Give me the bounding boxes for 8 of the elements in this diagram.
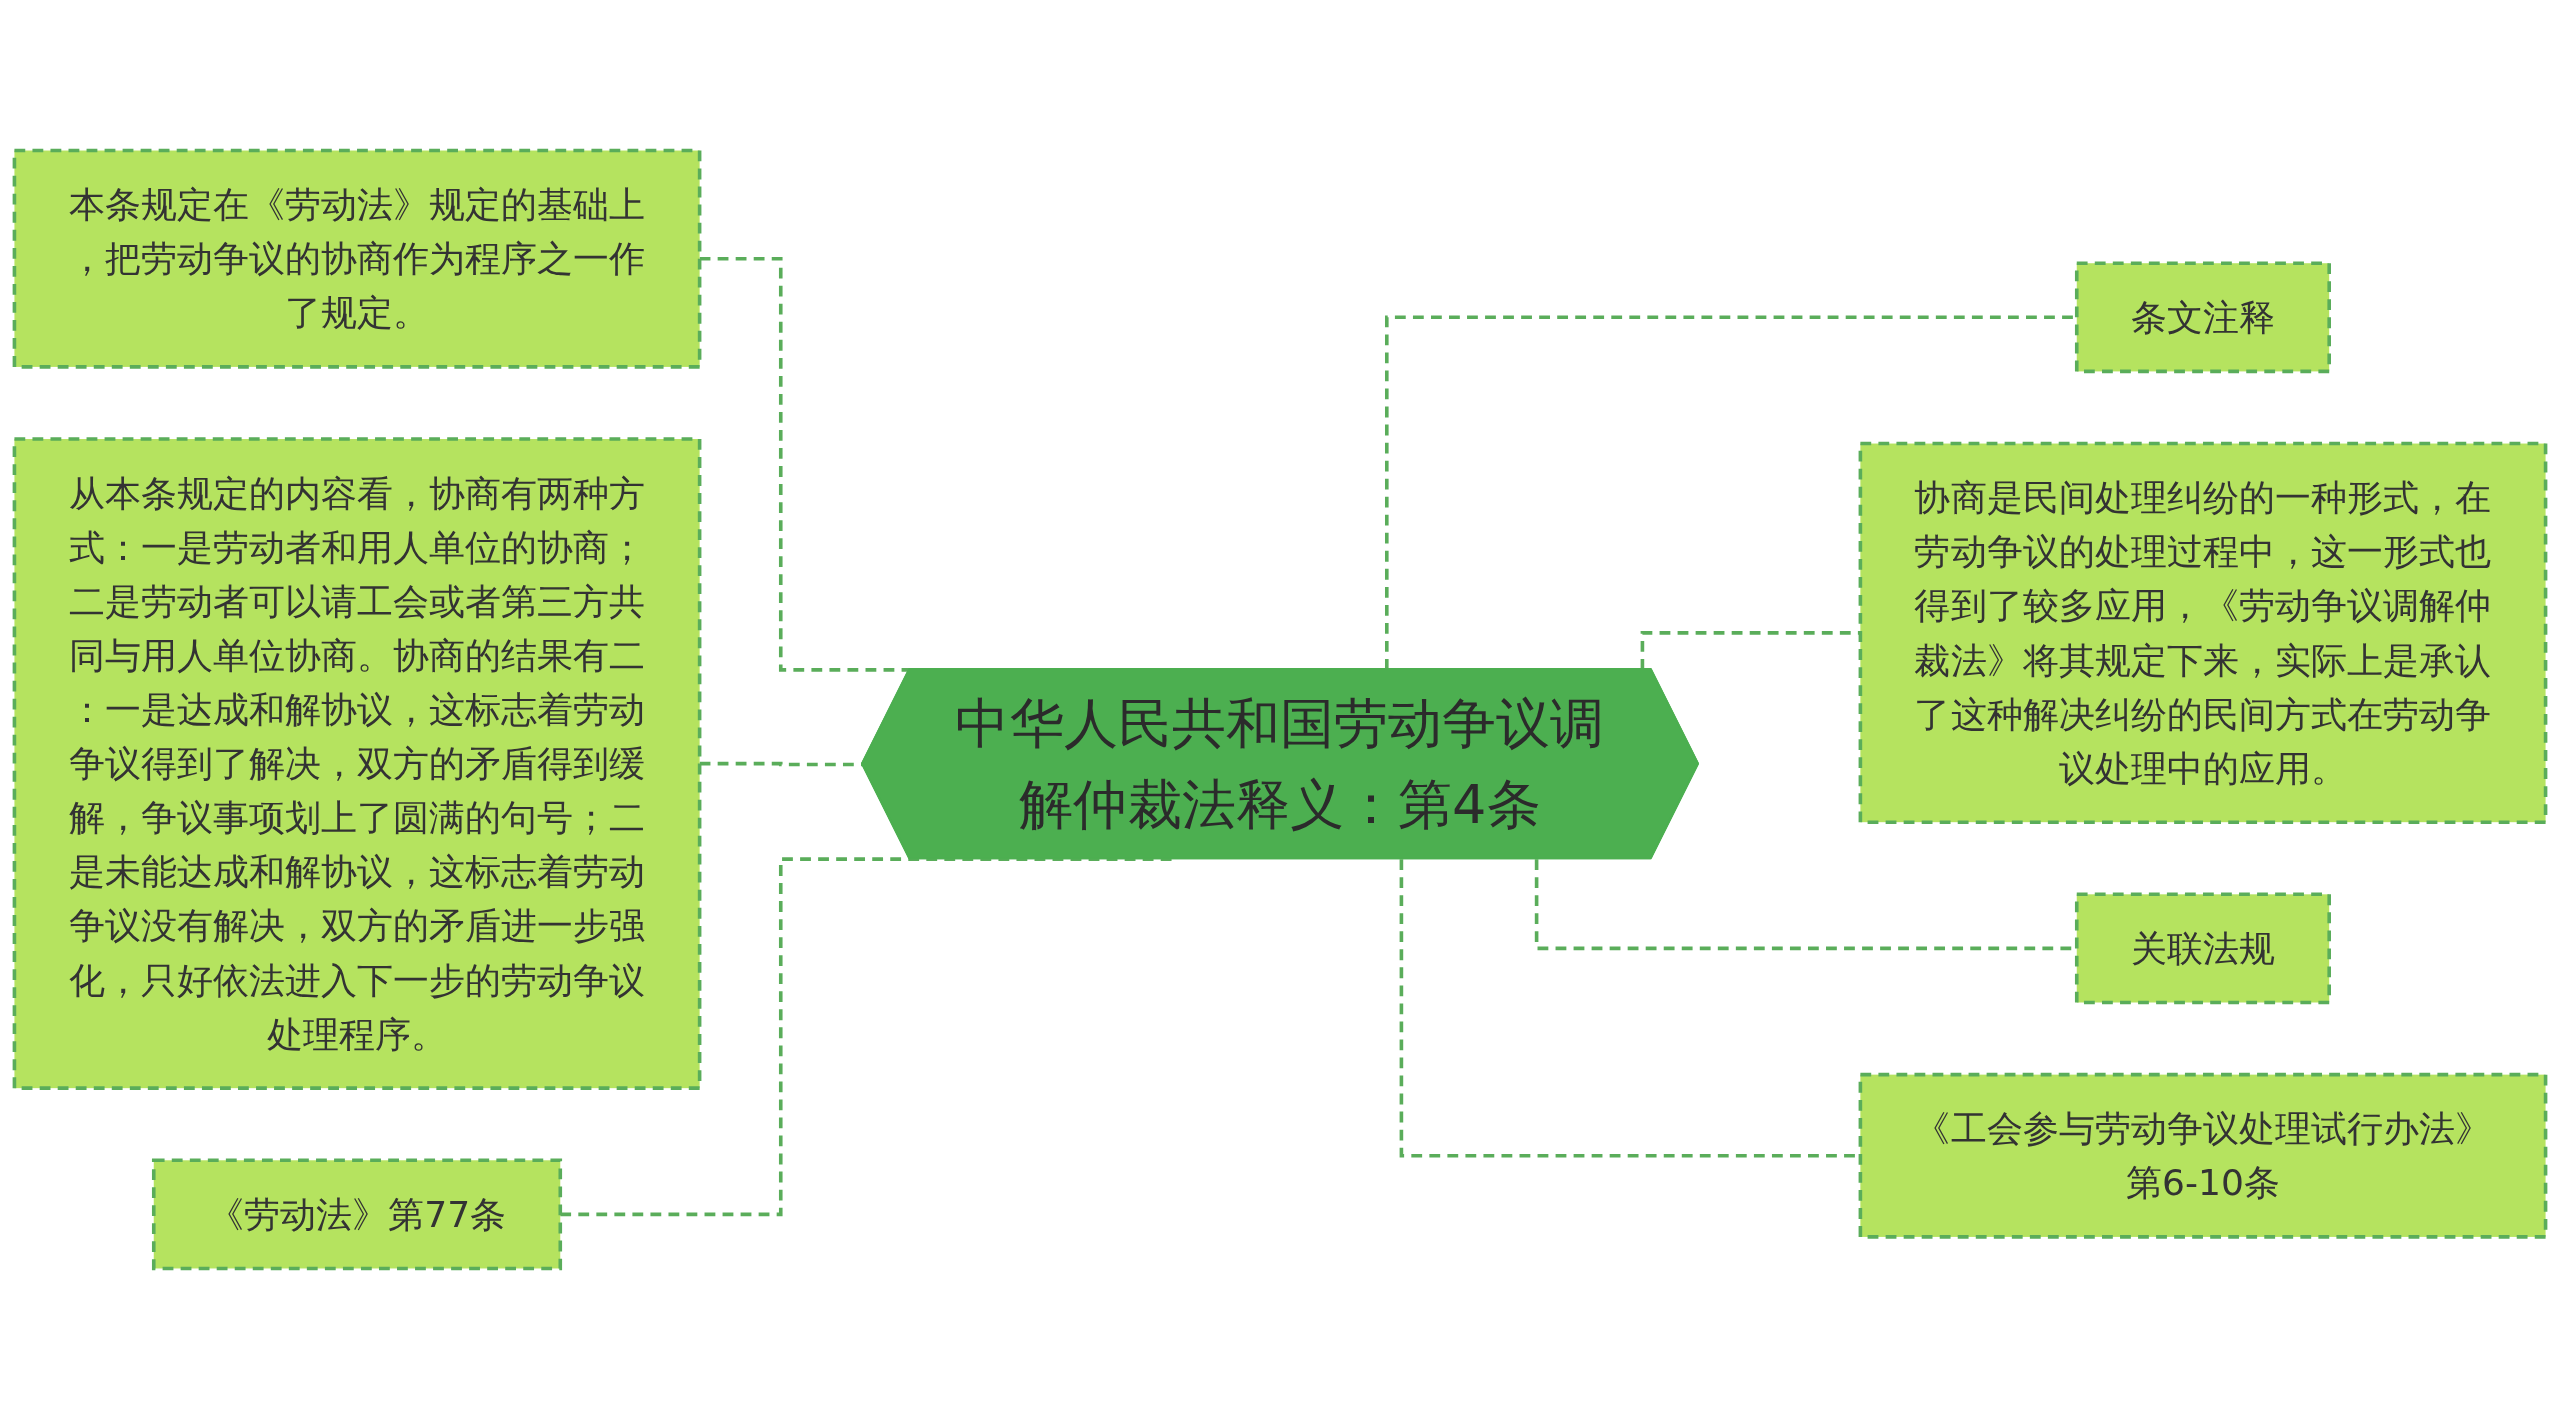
node-box: 从本条规定的内容看，协商有两种方式：一是劳动者和用人单位的协商；二是劳动者可以请工会或者第三方共同与用人单位协商。协商的结果有二：一是达成和解协议，这标志着劳动争议得到了解决，双方的矛盾得到缓解，争议事项划上了圆满的句号；二是未能达成和解协议，这标志着劳动争议没有解决，双方的矛盾进一步强化，只好依法进入下一步的劳动争议处理程序。: [12, 437, 702, 1090]
connector: [1640, 631, 1861, 670]
node-box: 协商是民间处理纠纷的一种形式，在劳动争议的处理过程中，这一形式也得到了较多应用，《劳动争议调解仲裁法》将其规定下来，实际上是承认了这种解决纠纷的民间方式在劳动争议处理中的应用。: [1858, 441, 2548, 824]
node-box: 《劳动法》第77条: [151, 1158, 563, 1271]
node-box: 条文注释: [2074, 261, 2331, 374]
node-box: 关联法规: [2074, 892, 2331, 1005]
node-box: 本条规定在《劳动法》规定的基础上，把劳动争议的协商作为程序之一作了规定。: [12, 148, 702, 369]
node-box: 《工会参与劳动争议处理试行办法》第6-10条: [1858, 1072, 2548, 1239]
